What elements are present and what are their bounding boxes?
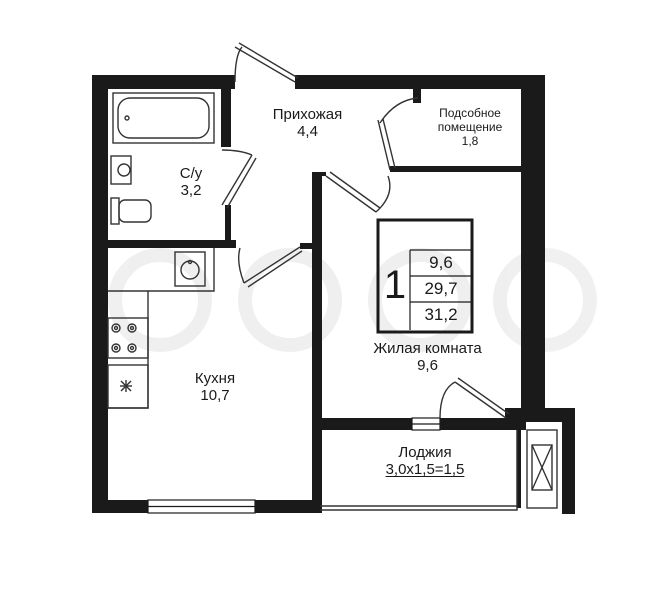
wall-kitchen-hall (300, 243, 314, 249)
wall-bath-right (221, 89, 231, 147)
kitchen-fixtures (107, 248, 215, 409)
storage-label: Подсобное помещение 1,8 (420, 106, 520, 148)
loggia-label: Лоджия 3,0x1,5=1,5 (360, 444, 490, 479)
wall-living-left (312, 172, 322, 513)
sink-icon (110, 155, 132, 185)
legend-box (376, 218, 474, 334)
bathroom-area: 3,2 (180, 182, 202, 200)
wall-right-column (562, 408, 575, 514)
living-door (325, 171, 391, 213)
entrance-door (234, 42, 299, 83)
storage-area: 1,8 (461, 133, 479, 148)
living-name: Жилая комната (373, 340, 482, 357)
storage-name-line2: помещение (437, 119, 503, 134)
legend-rooms-count: 1 (383, 263, 407, 307)
hallway-name: Прихожая (272, 106, 343, 123)
wall-right-upper (521, 75, 545, 419)
legend-total-with-loggia: 31,2 (424, 305, 458, 324)
legend-total-area: 29,7 (424, 279, 458, 298)
doors (221, 42, 510, 419)
bathroom-name: С/у (179, 165, 203, 182)
wall-bath-right2 (225, 205, 231, 245)
loggia-door (439, 377, 510, 419)
wall-bottom-right (255, 500, 320, 513)
ac-unit (526, 429, 558, 509)
wall-living-bottom-b (440, 418, 526, 430)
wall-bath-kitchen (108, 240, 236, 248)
bathroom-label: С/у 3,2 (160, 165, 222, 200)
legend-living-area: 9,6 (429, 253, 453, 272)
bathroom-fixtures (110, 92, 215, 225)
stove-icon (107, 317, 149, 359)
loggia-name: Лоджия (398, 444, 452, 461)
windows (147, 417, 441, 514)
walls (92, 75, 575, 514)
storage-name-line1: Подсобное (439, 106, 501, 120)
watermark (108, 248, 597, 352)
wall-loggia-right (517, 418, 521, 508)
living-label: Жилая комната 9,6 (345, 340, 510, 375)
wall-bottom-left (92, 500, 148, 513)
kitchen-label: Кухня 10,7 (170, 370, 260, 405)
wall-storage-bottom (390, 166, 521, 172)
bathtub-icon (112, 92, 215, 144)
hallway-area: 4,4 (297, 123, 318, 141)
wall-living-bottom-a (316, 418, 412, 430)
kitchen-sink-icon (174, 251, 206, 287)
wall-hall-storage (413, 89, 421, 103)
wall-left (92, 75, 108, 513)
toilet-icon (110, 197, 152, 225)
wall-top-left (92, 75, 235, 89)
wall-top-hall (295, 75, 545, 89)
loggia-area: 3,0x1,5=1,5 (385, 461, 465, 479)
bathroom-door (221, 149, 257, 209)
living-area: 9,6 (417, 357, 438, 375)
boiler-icon (107, 364, 149, 409)
storage-door (377, 97, 419, 171)
hallway-label: Прихожая 4,4 (250, 106, 365, 141)
loggia-outline (320, 430, 518, 511)
kitchen-area: 10,7 (200, 387, 230, 405)
kitchen-door (237, 246, 303, 288)
kitchen-name: Кухня (194, 370, 236, 387)
